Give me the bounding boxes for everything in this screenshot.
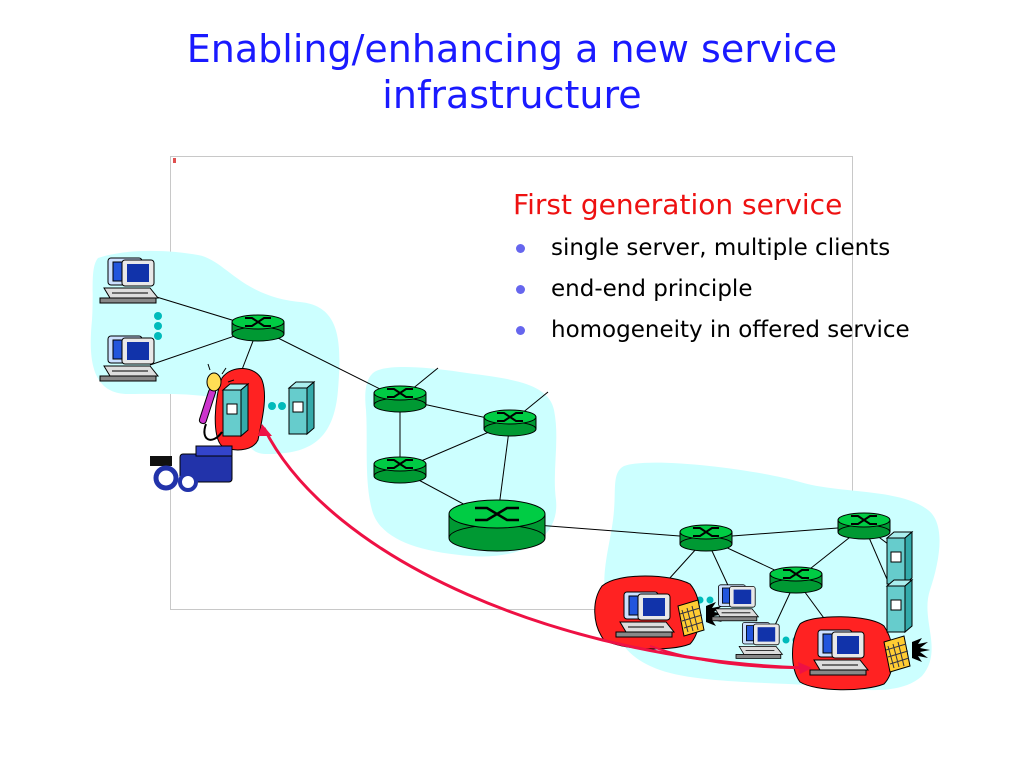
router-icon — [769, 566, 823, 594]
workstation-icon — [99, 335, 159, 382]
arrowhead-source — [258, 424, 272, 436]
server-icon — [288, 381, 315, 435]
bullet-dot-icon — [516, 285, 525, 294]
workstation-icon — [809, 629, 869, 676]
router-icon — [373, 385, 427, 413]
section-heading: First generation service — [513, 188, 843, 221]
router-icon — [837, 512, 891, 540]
video-camera-icon — [150, 445, 233, 492]
service-path-branch — [649, 645, 801, 669]
router-icon — [373, 456, 427, 484]
service-bullets: First generation service single server, … — [513, 186, 993, 351]
bullet-text: homogeneity in offered service — [551, 317, 910, 343]
microphone-icon — [198, 363, 235, 441]
workstation-icon — [99, 257, 159, 304]
slide-title: Enabling/enhancing a new service infrast… — [0, 26, 1024, 118]
router-icon — [447, 498, 547, 553]
bullet-text: single server, multiple clients — [551, 235, 891, 261]
bullet-dot-icon — [516, 326, 525, 335]
bullet-item: single server, multiple clients — [513, 228, 993, 269]
server-icon — [886, 531, 913, 585]
slide-title-line-1: Enabling/enhancing a new service — [186, 27, 838, 71]
bullet-item: homogeneity in offered service — [513, 310, 993, 351]
server-icon — [886, 579, 913, 633]
router-icon — [231, 314, 285, 342]
workstation-icon — [735, 622, 783, 659]
server-icon — [222, 383, 249, 437]
slide-title-line-2: infrastructure — [382, 73, 642, 117]
router-icon — [679, 524, 733, 552]
workstation-icon — [711, 584, 759, 622]
frame-marker-icon — [173, 158, 176, 163]
router-icon — [483, 409, 537, 437]
bullet-item: end-end principle — [513, 269, 993, 310]
bullet-dot-icon — [516, 244, 525, 253]
workstation-icon — [615, 591, 675, 638]
bullet-text: end-end principle — [551, 276, 753, 302]
arrowhead-dest — [798, 662, 812, 674]
